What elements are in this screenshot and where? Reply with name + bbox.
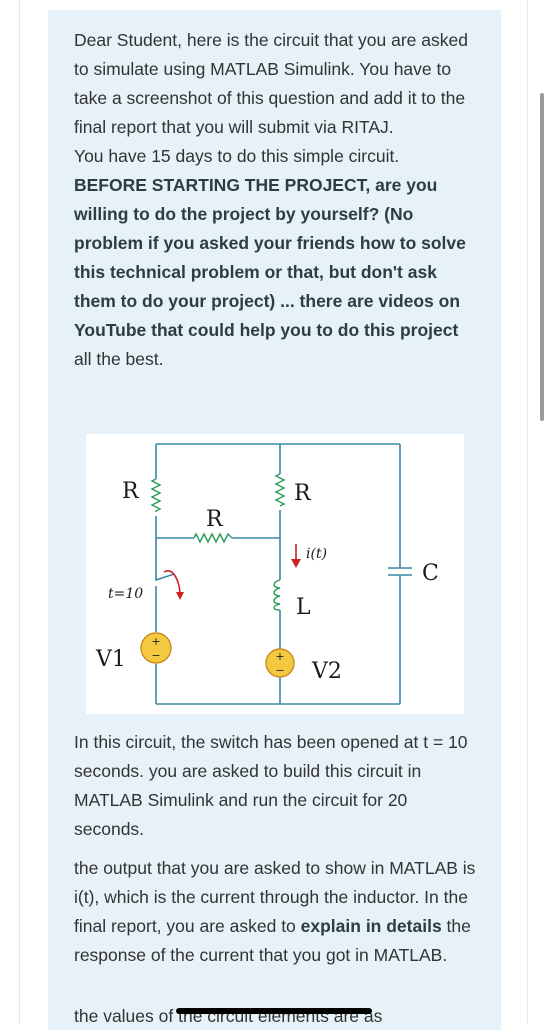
source1-minus: − xyxy=(151,649,160,662)
right-frame-line xyxy=(527,0,528,1024)
para1: In this circuit, the switch has been ope… xyxy=(74,732,468,839)
resistor-middle-label: R xyxy=(206,507,224,532)
resistor-right-label: R xyxy=(294,481,312,506)
intro-paragraph: Dear Student, here is the circuit that y… xyxy=(74,26,479,374)
para1-text: In this circuit, the switch has been ope… xyxy=(74,728,479,844)
intro-closing: all the best. xyxy=(74,349,164,369)
para2-after: the response of the current that you got… xyxy=(74,916,471,965)
intro-line1: Dear Student, here is the circuit that y… xyxy=(74,30,468,137)
home-indicator[interactable] xyxy=(176,1008,372,1014)
source2-plus: + xyxy=(275,650,284,663)
resistor-left-label: R xyxy=(122,479,140,504)
intro-line2: You have 15 days to do this simple circu… xyxy=(74,146,400,166)
resistor-left xyxy=(150,478,162,512)
circuit-diagram: + − + − R R R i(t) L C t=10 V1 V2 xyxy=(86,434,464,714)
source1-plus: + xyxy=(151,635,160,648)
resistor-right xyxy=(274,473,286,507)
para2-bold: explain in details xyxy=(300,916,442,936)
resistor-middle xyxy=(193,532,233,544)
current-arrow xyxy=(291,544,301,568)
scrollbar-thumb[interactable] xyxy=(540,93,544,421)
capacitor-label: C xyxy=(422,561,439,586)
switch-arrow-icon xyxy=(163,570,184,600)
source-v1 xyxy=(140,632,172,664)
source2-label: V2 xyxy=(311,659,342,684)
source-v2 xyxy=(265,648,295,678)
inductor-symbol xyxy=(273,579,281,611)
switch-time-label: t=10 xyxy=(108,586,143,602)
para2-text: the output that you are asked to show in… xyxy=(74,854,479,970)
source1-label: V1 xyxy=(95,647,126,672)
inductor-label: L xyxy=(296,595,311,620)
para2: the output that you are asked to show in… xyxy=(74,854,479,970)
source2-minus: − xyxy=(275,664,284,677)
left-frame-line xyxy=(19,0,20,1024)
intro-bold-text: BEFORE STARTING THE PROJECT, are you wil… xyxy=(74,175,466,340)
resistor-symbols xyxy=(150,473,286,544)
intro-text: Dear Student, here is the circuit that y… xyxy=(74,26,479,374)
para2-before: the output that you are asked to show in… xyxy=(74,858,476,936)
current-label: i(t) xyxy=(306,546,327,562)
circuit-wires xyxy=(155,443,412,705)
